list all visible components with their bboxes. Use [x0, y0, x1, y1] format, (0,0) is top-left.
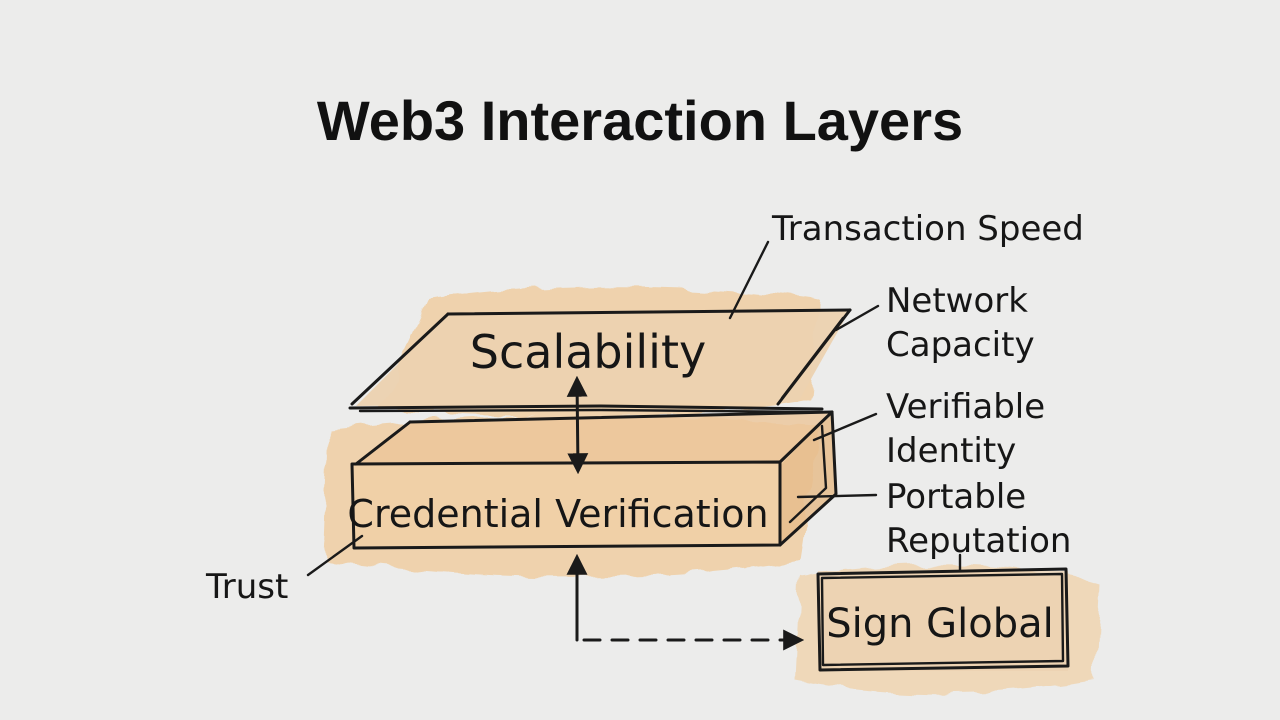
verifiable-identity-label: Verifiable Identity [886, 387, 1056, 471]
scalability-layer [348, 308, 852, 414]
layer-link-arrow [566, 375, 589, 475]
network-capacity-label: Network Capacity [886, 281, 1039, 365]
sign-global-label: Sign Global [826, 601, 1054, 647]
network-capacity-leader [834, 304, 880, 332]
portable-reputation-line-1: Portable [886, 477, 1026, 517]
network-capacity-line-2: Capacity [886, 325, 1035, 365]
portable-reputation-line-2: Reputation [886, 521, 1071, 561]
transaction-speed-label: Transaction Speed [771, 209, 1084, 249]
portable-reputation-leader [796, 493, 878, 499]
credential-verification-layer [350, 410, 838, 550]
verifiable-identity-line-1: Verifiable [886, 387, 1045, 427]
network-capacity-line-1: Network [886, 281, 1028, 321]
scalability-label: Scalability [470, 325, 706, 379]
trust-leader [306, 534, 364, 577]
portable-reputation-label: Portable Reputation [886, 477, 1071, 561]
diagram-title: Web3 Interaction Layers [317, 89, 963, 152]
trust-label: Trust [205, 567, 288, 607]
verifiable-identity-line-2: Identity [886, 431, 1016, 471]
transaction-speed-leader [728, 240, 770, 320]
verifiable-identity-leader [812, 412, 878, 442]
credential-verification-label: Credential Verification [347, 492, 768, 536]
sign-global-box [816, 567, 1070, 672]
